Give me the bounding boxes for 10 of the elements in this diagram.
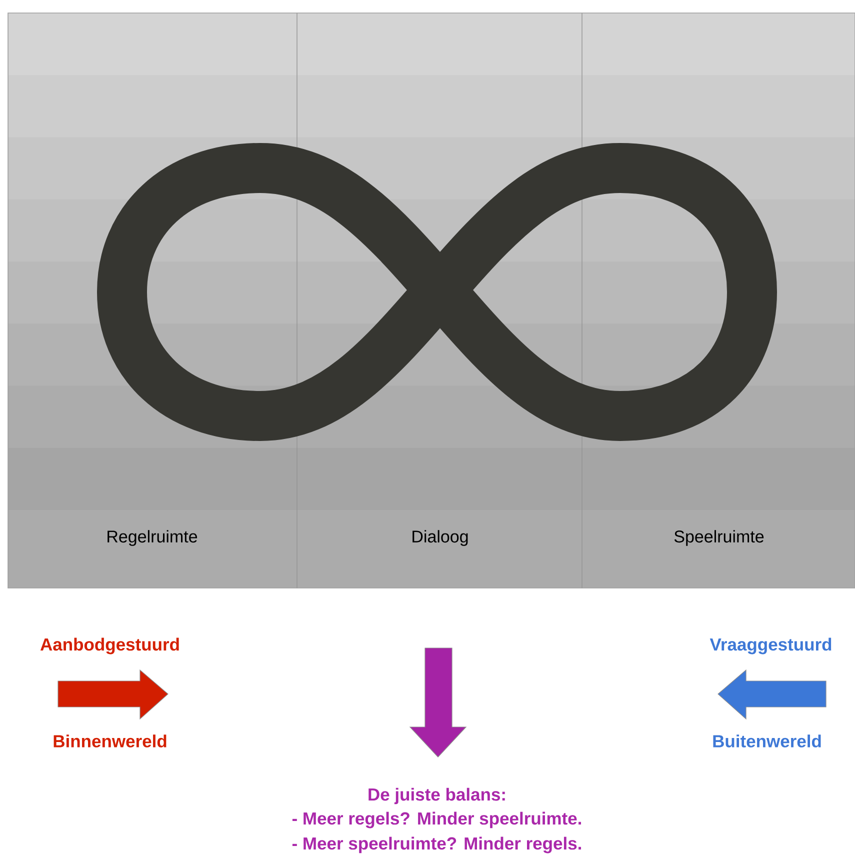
column-label: Speelruimte: [674, 530, 764, 546]
column-label: Regelruimte: [108, 530, 198, 546]
column-label: Dialoog: [412, 530, 468, 546]
label-text: Binnenwereld: [54, 734, 166, 748]
label-text: Buitenwereld: [713, 734, 821, 748]
label-text: - Meer regels? Minder speelruimte.: [292, 812, 581, 828]
label-text: - Meer speelruimte? Minder regels.: [292, 836, 581, 854]
label-text: Vraaggestuurd: [710, 638, 832, 654]
label-text: Aanbodgestuurd: [40, 638, 179, 654]
label-text: De juiste balans:: [368, 788, 505, 804]
